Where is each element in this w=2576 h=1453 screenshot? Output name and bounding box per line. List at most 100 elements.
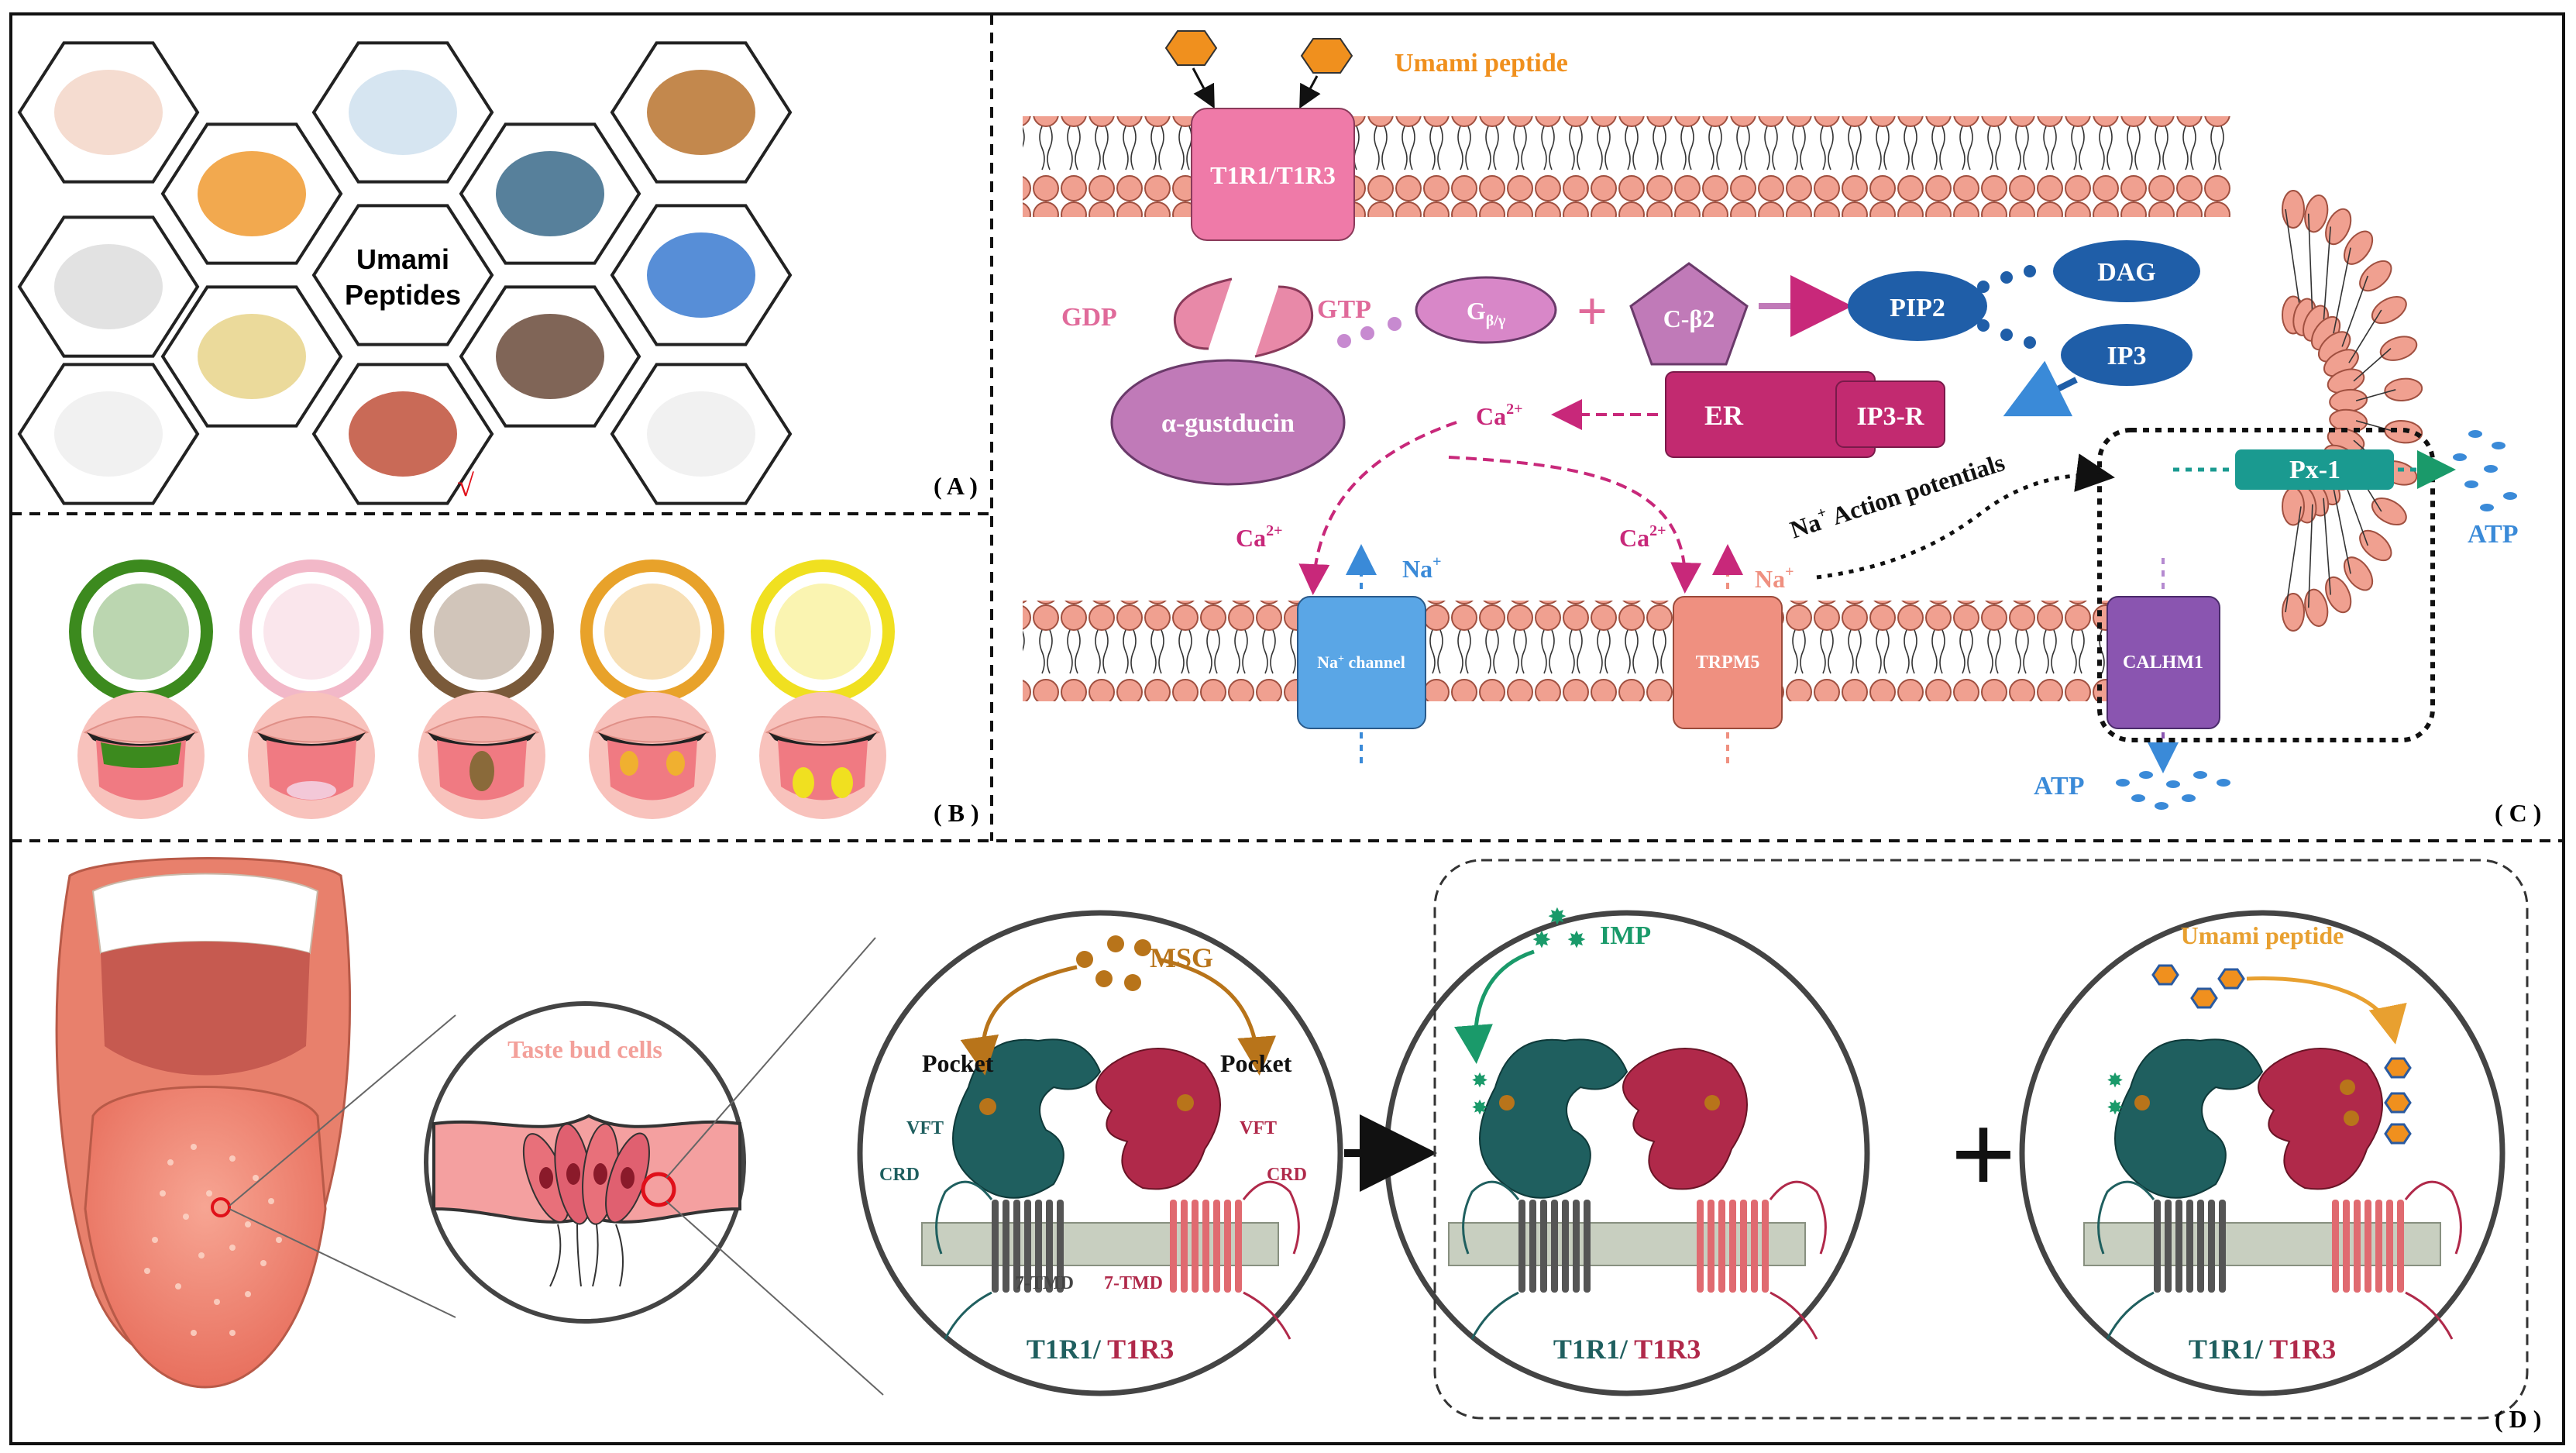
ip3-label: IP3 [2107, 342, 2147, 370]
imp-peptide-group-box [1433, 859, 2529, 1420]
ca-label-1: Ca2+ [1476, 401, 1523, 430]
er-label: ER [1704, 400, 1744, 431]
px1 [2235, 449, 2394, 490]
panel-frames [9, 12, 2565, 1445]
open-mouth-illustration [55, 857, 352, 1389]
plc-label: C-β2 [1663, 305, 1715, 332]
plc-beta2 [1629, 262, 1749, 366]
tongue-icon [589, 692, 716, 819]
almonds-icon [647, 70, 755, 155]
tongue-icon [759, 692, 886, 819]
liver-icon [349, 391, 457, 477]
atp-dots-bottom [2116, 771, 2230, 810]
px1-label: Px-1 [2289, 456, 2340, 484]
tongue-icon [77, 692, 205, 819]
svg-text:✸: ✸ [2107, 1097, 2124, 1119]
dag-label: DAG [2097, 258, 2156, 287]
frying-pan-icon [496, 314, 604, 399]
ca-label-3: Ca2+ [1619, 522, 1666, 552]
svg-text:Peptides: Peptides [345, 279, 461, 311]
panel-b [69, 560, 895, 819]
svg-text:✸: ✸ [2107, 1069, 2124, 1092]
baby-bath-icon [54, 70, 163, 155]
mushroom-icon [410, 560, 554, 704]
calhm1-label: CALHM1 [2123, 652, 2203, 673]
panel-b-letter: ( B ) [934, 799, 979, 827]
taste-spot-circle [211, 1197, 231, 1217]
t1r1-t1r3-receptor [1191, 108, 1355, 241]
t1r1-t1r3-label: T1R1/ T1R3 [1027, 1334, 1174, 1365]
panel-c: Umami peptide T1R1/T1R3 GDP GTP α-gustdu… [1023, 30, 2518, 810]
curved-membrane [2282, 190, 2423, 632]
atp-label-right: ATP [2468, 520, 2518, 549]
muscle-body-icon [54, 244, 163, 329]
dag [2053, 240, 2200, 302]
orange-drink-icon [198, 151, 306, 236]
t1r1-vft [1479, 1038, 1628, 1199]
pocket-label-right: Pocket [1220, 1049, 1292, 1077]
trpm5 [1673, 596, 1783, 729]
salted-egg-icon [580, 560, 724, 704]
msg-label: MSG [1150, 942, 1213, 973]
tmd-label-right: 7-TMD [1104, 1273, 1163, 1293]
receptor-label: T1R1/T1R3 [1210, 161, 1336, 189]
panel-d-letter: ( D ) [2495, 1405, 2541, 1433]
umami-peptide-hexagon [1300, 38, 1353, 74]
taste-bud-cells-label: Taste bud cells [507, 1035, 662, 1063]
g-beta-gamma-label: Gβ/γ [1467, 297, 1506, 329]
alpha-gustducin-label: α-gustducin [1161, 409, 1295, 438]
t1r3-vft [1095, 1048, 1221, 1190]
taste-bud-cells [522, 1123, 650, 1287]
ip3r [1835, 380, 1945, 448]
t1r3-vft [1622, 1048, 1748, 1190]
panel-a-letter: ( A ) [934, 472, 978, 500]
atp-label-bottom: ATP [2034, 772, 2084, 801]
taste-bud-circle [424, 1001, 746, 1324]
trpm5-label: TRPM5 [1696, 652, 1760, 673]
face-mask-icon [54, 391, 163, 477]
tmd-label-left: 7-TMD [1015, 1273, 1074, 1293]
na-label-2: Na+ [1755, 563, 1794, 593]
powder-bowl-icon [198, 314, 306, 399]
ip3r-label: IP3-R [1857, 402, 1924, 431]
t1r1-t1r3-label: T1R1/ T1R3 [1553, 1334, 1701, 1365]
imp-label: IMP [1600, 921, 1651, 950]
svg-text:✸: ✸ [1471, 1097, 1488, 1119]
check-mark: √ [457, 468, 474, 503]
pip2 [1848, 271, 1987, 341]
na-label-1: Na+ [1402, 553, 1442, 583]
t1r1-vft [952, 1038, 1102, 1199]
lower-membrane [1023, 601, 2185, 701]
gtp-label: GTP [1317, 295, 1371, 324]
svg-text:Umami: Umami [356, 243, 449, 275]
plus-sign: + [1577, 282, 1608, 342]
umami-peptide-label: Umami peptide [1395, 49, 1568, 77]
svg-text:✸: ✸ [1547, 904, 1567, 930]
bitter-melon-icon [69, 560, 213, 704]
alpha-gustducin [1110, 359, 1346, 486]
pip2-label: PIP2 [1890, 294, 1945, 322]
na-action-potentials: Na+ Action potentials [1786, 446, 2007, 543]
g-beta-gamma [1415, 276, 1557, 344]
lotion-bottle-icon [647, 391, 755, 477]
svg-text:✸: ✸ [1532, 928, 1551, 953]
plus-sign-d: + [1950, 1090, 2016, 1219]
na-channel [1297, 596, 1426, 729]
umami-peptide-hexagon [1164, 30, 1218, 66]
panel-c-letter: ( C ) [2495, 799, 2541, 827]
na-channel-label: Na+ channel [1317, 652, 1405, 672]
lemon-icon [751, 560, 895, 704]
tongue-icon [418, 692, 545, 819]
crd-label-right: CRD [1267, 1165, 1307, 1185]
crd-label-left: CRD [879, 1165, 920, 1185]
atp-dots-right [2453, 430, 2517, 511]
t1r1-vft [2114, 1038, 2264, 1199]
